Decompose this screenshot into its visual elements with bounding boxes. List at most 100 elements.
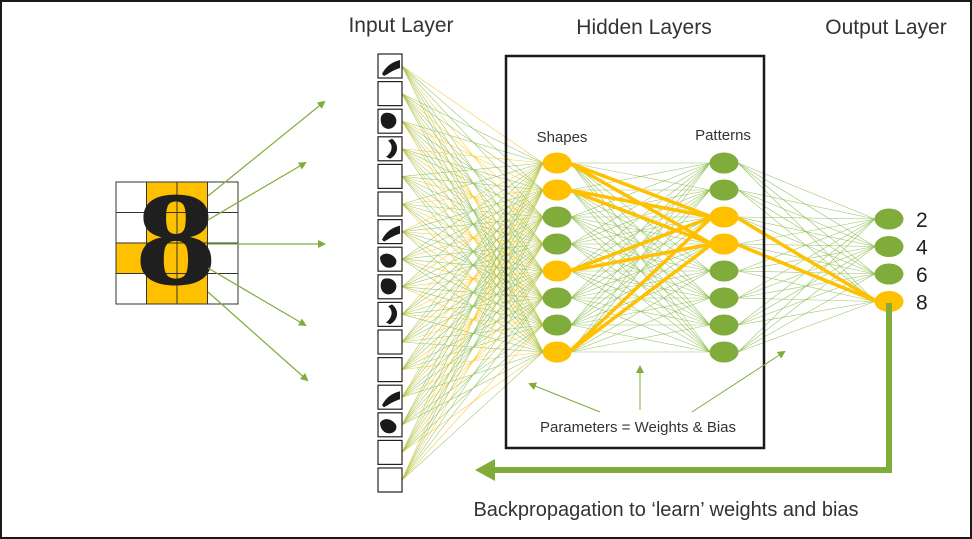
output-node: [874, 263, 904, 285]
patterns-to-output-connection: [737, 216, 876, 220]
active-connection: [567, 242, 714, 354]
ink-stroke: [382, 225, 400, 242]
input-cell: [377, 53, 403, 79]
shapes-node: [542, 314, 572, 336]
active-connection: [735, 215, 878, 304]
backprop-arrow-line: [490, 303, 892, 473]
connection-lines: [401, 65, 878, 481]
arrow: [207, 161, 307, 221]
arrow: [691, 350, 786, 413]
image-to-input-arrows: [207, 100, 326, 382]
input-to-shapes-connection: [401, 162, 544, 453]
image-grid-cell: [146, 242, 178, 274]
input-layer-cells: [377, 53, 403, 493]
image-grid-cell: [176, 181, 208, 213]
input-cell: [377, 136, 403, 162]
output-label: 8: [916, 292, 928, 315]
input-cell: [377, 163, 403, 189]
output-node: [874, 208, 904, 230]
shapes-node: [542, 152, 572, 174]
input-to-shapes-connection: [401, 148, 544, 164]
input-to-shapes-connection: [401, 162, 544, 205]
hidden-layers-title: Hidden Layers: [576, 16, 711, 39]
input-to-shapes-connection: [401, 216, 544, 481]
input-to-shapes-connection: [401, 162, 544, 260]
shapes-label: Shapes: [537, 129, 588, 146]
output-label: 6: [916, 264, 928, 287]
input-to-shapes-connection: [401, 162, 544, 343]
shapes-to-patterns-connection: [570, 270, 711, 353]
input-to-shapes-connection: [401, 351, 544, 481]
input-to-shapes-connection: [401, 189, 544, 481]
ink-stroke: [380, 278, 397, 295]
image-grid-cell: [176, 242, 208, 274]
backprop-arrow-head: [475, 459, 495, 481]
image-grid-cell: [176, 273, 208, 305]
active-connection: [568, 188, 713, 246]
input-to-shapes-connection: [401, 162, 544, 425]
image-grid-cell: [207, 242, 239, 274]
ink-stroke: [386, 138, 398, 159]
input-to-shapes-connection: [401, 93, 544, 164]
active-connection: [568, 242, 713, 273]
shapes-to-patterns-connection: [570, 162, 711, 191]
image-grid-cell: [115, 273, 147, 305]
shapes-node: [542, 179, 572, 201]
shapes-to-patterns-connection: [570, 297, 711, 353]
image-grid-cell: [146, 212, 178, 244]
image-grid-cell: [207, 181, 239, 213]
input-to-shapes-connection: [401, 297, 544, 481]
patterns-to-output-connection: [737, 162, 876, 220]
input-cell: [377, 108, 403, 134]
patterns-to-output-connection: [737, 246, 876, 353]
active-connection: [735, 242, 878, 304]
patterns-label: Patterns: [695, 127, 751, 144]
parameters-caption: Parameters = Weights & Bias: [540, 419, 736, 436]
input-to-shapes-connection: [401, 162, 544, 232]
active-connection: [568, 188, 713, 219]
arrow: [207, 291, 309, 382]
ink-stroke: [380, 112, 397, 129]
shapes-node: [542, 341, 572, 363]
input-to-shapes-connection: [401, 162, 544, 481]
patterns-node: [709, 287, 739, 309]
input-cell: [377, 439, 403, 465]
output-layer-title: Output Layer: [825, 16, 946, 39]
patterns-node: [709, 179, 739, 201]
patterns-node: [709, 260, 739, 282]
input-to-shapes-connection: [401, 162, 544, 370]
arrow: [207, 267, 307, 327]
input-cell: [377, 467, 403, 493]
active-connection: [568, 161, 713, 219]
input-cell: [377, 191, 403, 217]
shapes-node: [542, 233, 572, 255]
shapes-to-patterns-connection: [570, 324, 711, 353]
shapes-to-patterns-connection: [570, 162, 711, 299]
patterns-node: [709, 233, 739, 255]
patterns-node: [709, 206, 739, 228]
input-cell: [377, 246, 403, 272]
active-connection: [568, 215, 713, 273]
input-to-shapes-connection: [401, 243, 544, 481]
input-cell: [377, 329, 403, 355]
input-cell: [377, 219, 403, 245]
ink-stroke: [382, 60, 400, 76]
image-grid-cell: [207, 273, 239, 305]
output-label: 2: [916, 209, 928, 232]
shapes-to-patterns-connection: [570, 189, 711, 353]
handwritten-digit: 8: [134, 172, 218, 313]
arrow: [528, 382, 601, 413]
input-cell: [377, 412, 403, 438]
patterns-to-output-connection: [737, 189, 876, 220]
active-connection: [567, 215, 714, 354]
ink-stroke: [380, 253, 397, 268]
ink-stroke: [380, 419, 397, 434]
output-node: [874, 291, 904, 312]
network-nodes: [542, 152, 904, 363]
input-to-shapes-connection: [401, 162, 544, 398]
input-cell: [377, 301, 403, 327]
input-cell: [377, 80, 403, 107]
image-grid-cell: [146, 181, 178, 213]
